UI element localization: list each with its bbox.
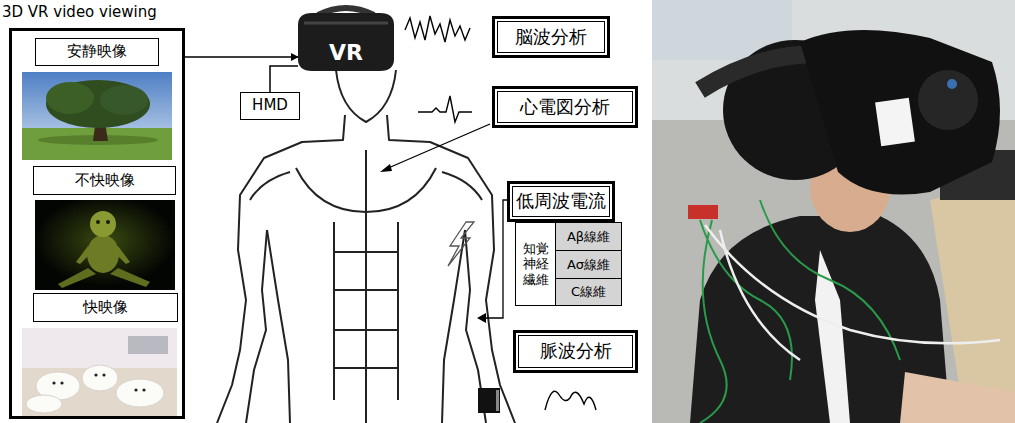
- headset: [800, 30, 1000, 195]
- tree-canopy: [46, 80, 150, 128]
- video-label: 快映像: [33, 293, 178, 322]
- headset-text: VR: [329, 40, 363, 65]
- connector: [270, 66, 298, 92]
- box-text: 低周波電流: [516, 191, 606, 212]
- green-wire: [700, 200, 900, 423]
- video-label: 不快映像: [33, 166, 176, 195]
- lightning-symbol: [448, 222, 474, 266]
- left-arm-outer: [217, 115, 345, 423]
- subject-photo: [652, 0, 1015, 423]
- shoulder-muscle: [250, 172, 482, 200]
- table-text: 知覚 神経 繊維: [521, 241, 550, 288]
- pulse-sensor: [496, 390, 499, 411]
- puppy: [82, 365, 118, 391]
- hmd-label: HMD: [240, 92, 300, 120]
- headset-sensor: [947, 79, 957, 89]
- dark-room: [35, 200, 175, 290]
- pulse-sensor: [478, 388, 500, 413]
- table-text: Aβ線維: [567, 229, 610, 245]
- jaw: [336, 70, 396, 122]
- table-text: Aσ線維: [567, 257, 610, 273]
- headset-lens: [918, 70, 978, 130]
- box-text: 快映像: [83, 299, 128, 316]
- doll-eye: [106, 220, 110, 224]
- analysis-box: 脳波分析: [492, 16, 610, 58]
- table-cell: C線維: [555, 278, 622, 306]
- puppy-eye: [142, 388, 145, 391]
- abs-line: [334, 252, 398, 368]
- box-text: 心電図分析: [520, 97, 610, 118]
- ecg-leader-head: [380, 164, 392, 172]
- stimulus-box: 低周波電流: [507, 181, 615, 222]
- photo-background: [652, 0, 1015, 423]
- calm-photo: [22, 72, 172, 160]
- doll-body: [87, 235, 119, 273]
- table-header-cell: 知覚 神経 繊維: [515, 222, 556, 306]
- table-cell: Aσ線維: [555, 250, 622, 279]
- electrode-clip: [688, 205, 718, 219]
- ecg-leader: [386, 124, 490, 169]
- video-panel: 3D VR video viewing安静映像不快映像快映像: [9, 28, 185, 419]
- tree-canopy: [46, 82, 94, 114]
- analysis-box: 心電図分析: [492, 86, 638, 128]
- puppy: [116, 379, 164, 407]
- connector: [185, 56, 298, 58]
- left-arm-inner: [246, 230, 267, 423]
- unpleasant-photo: [35, 200, 175, 290]
- puppy-eye: [102, 373, 105, 376]
- doll-leg: [110, 268, 150, 287]
- body-outline: [217, 70, 515, 423]
- pulse-wave: [545, 391, 596, 410]
- doll-eye: [96, 220, 100, 224]
- puppy: [26, 395, 62, 413]
- doll-arm: [76, 246, 130, 264]
- arm: [900, 372, 1015, 423]
- doll-leg: [58, 268, 96, 288]
- puppy-eye: [94, 373, 97, 376]
- headset-band: [304, 22, 388, 25]
- tree-canopy: [100, 85, 148, 115]
- panel-heading: 3D VR video viewing: [2, 4, 157, 21]
- doll-head: [90, 211, 116, 237]
- box-text: 脳波分析: [515, 27, 587, 48]
- headset-body: [298, 13, 394, 71]
- eeg-wave: [405, 16, 470, 42]
- puppy-eye: [52, 381, 55, 384]
- headset-sticker: [875, 98, 915, 146]
- vr-headset: VR: [298, 3, 394, 73]
- current-arrowhead: [477, 313, 486, 323]
- current-line: [484, 200, 507, 318]
- ecg-wave: [418, 96, 472, 122]
- pleasant-photo: [22, 328, 177, 416]
- furniture: [128, 336, 168, 354]
- box-text: HMD: [252, 97, 288, 114]
- box-text: 不快映像: [75, 172, 135, 189]
- box-text: 安静映像: [67, 43, 127, 60]
- center-line: [365, 150, 367, 423]
- table-cell: Aβ線維: [555, 222, 622, 251]
- abs-side: [334, 222, 398, 400]
- puppy-eye: [60, 381, 63, 384]
- puppy-eye: [134, 388, 137, 391]
- box-text: 脈波分析: [540, 341, 612, 362]
- video-label: 安静映像: [35, 38, 159, 66]
- sky: [22, 72, 172, 160]
- room: [22, 328, 177, 416]
- torso-left: [267, 230, 290, 423]
- right-arm-outer: [387, 115, 515, 423]
- table-text: C線維: [571, 284, 606, 300]
- white-wire: [705, 225, 1000, 360]
- analysis-box: 脈波分析: [513, 330, 638, 373]
